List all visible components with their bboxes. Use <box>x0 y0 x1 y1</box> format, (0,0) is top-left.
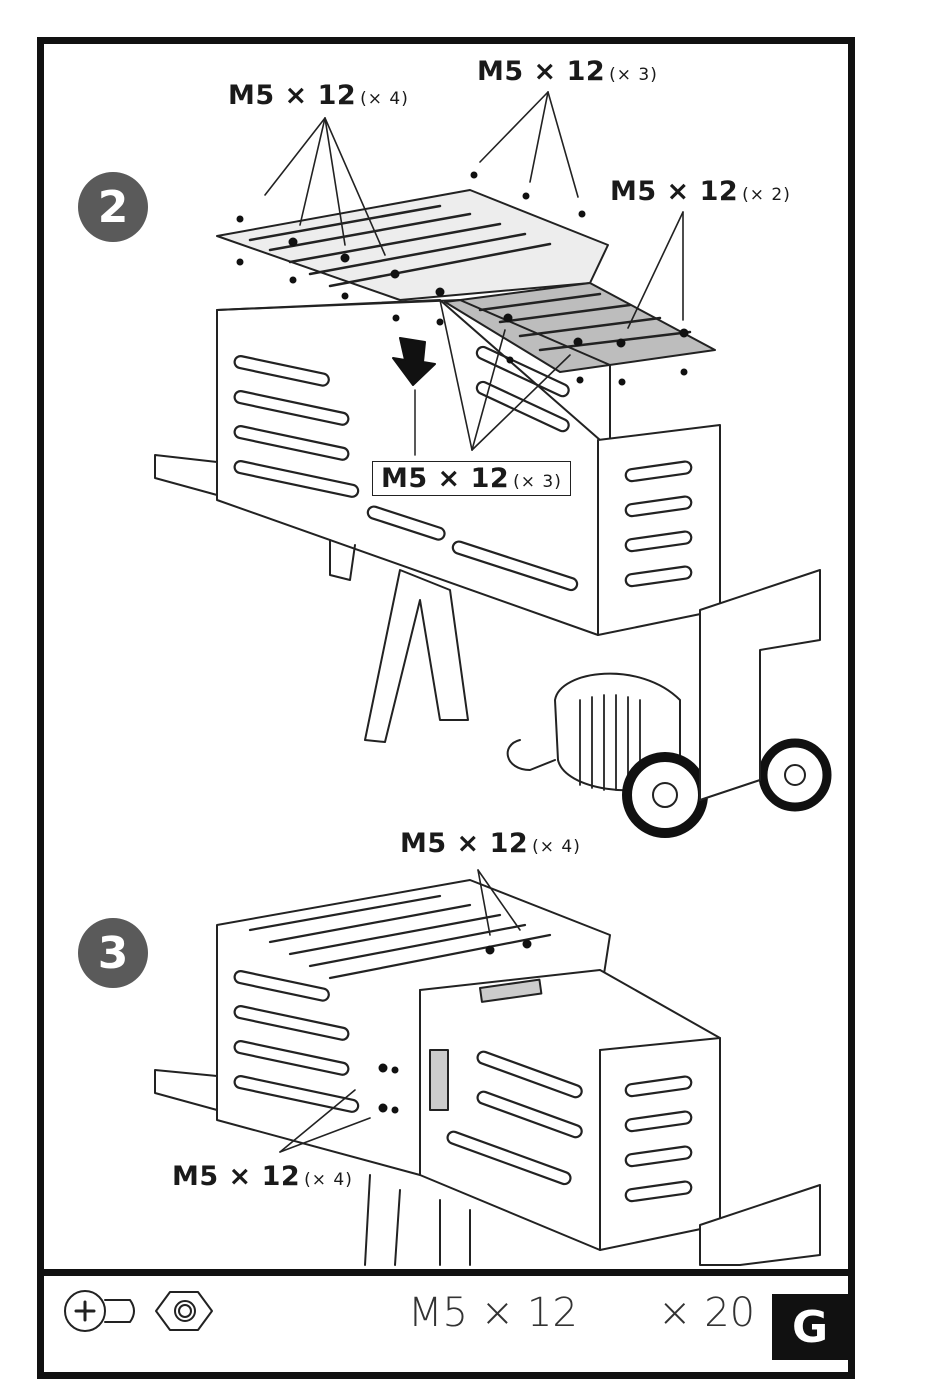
callout-qty: (× 3) <box>513 472 562 492</box>
screw-icon <box>65 1291 134 1331</box>
callout-qty: (× 3) <box>609 65 658 85</box>
callout-s2-top-right: M5 × 12(× 3) <box>477 56 658 87</box>
hardware-count: × 20 <box>658 1290 755 1336</box>
rail <box>155 455 217 495</box>
rail <box>155 1070 217 1110</box>
callout-qty: (× 4) <box>532 837 581 857</box>
step-badge: 2 <box>78 172 148 242</box>
callout-qty: (× 4) <box>304 1170 353 1190</box>
callout-s2-top-left: M5 × 12(× 4) <box>228 80 409 111</box>
assembled-housing-right <box>420 970 720 1250</box>
callout-label: M5 × 12 <box>610 176 738 207</box>
callout-s3-side: M5 × 12(× 4) <box>172 1161 353 1192</box>
callout-s3-top: M5 × 12(× 4) <box>400 828 581 859</box>
callout-label: M5 × 12 <box>381 463 509 494</box>
section-letter: G <box>772 1294 848 1360</box>
callout-qty: (× 2) <box>742 185 791 205</box>
callout-label: M5 × 12 <box>477 56 605 87</box>
stand-leg <box>365 570 468 742</box>
housing-end-panel <box>598 425 720 635</box>
hardware-label: M5 × 12 <box>408 1290 578 1336</box>
callout-qty: (× 4) <box>360 89 409 109</box>
wheel-front <box>627 757 703 833</box>
callout-label: M5 × 12 <box>400 828 528 859</box>
callout-s2-middle: M5 × 12(× 3) <box>372 461 571 496</box>
callout-label: M5 × 12 <box>228 80 356 111</box>
nut-icon <box>156 1292 212 1330</box>
callout-label: M5 × 12 <box>172 1161 300 1192</box>
callout-s2-right: M5 × 12(× 2) <box>610 176 791 207</box>
wheel-rear <box>763 743 827 807</box>
step-badge: 3 <box>78 918 148 988</box>
